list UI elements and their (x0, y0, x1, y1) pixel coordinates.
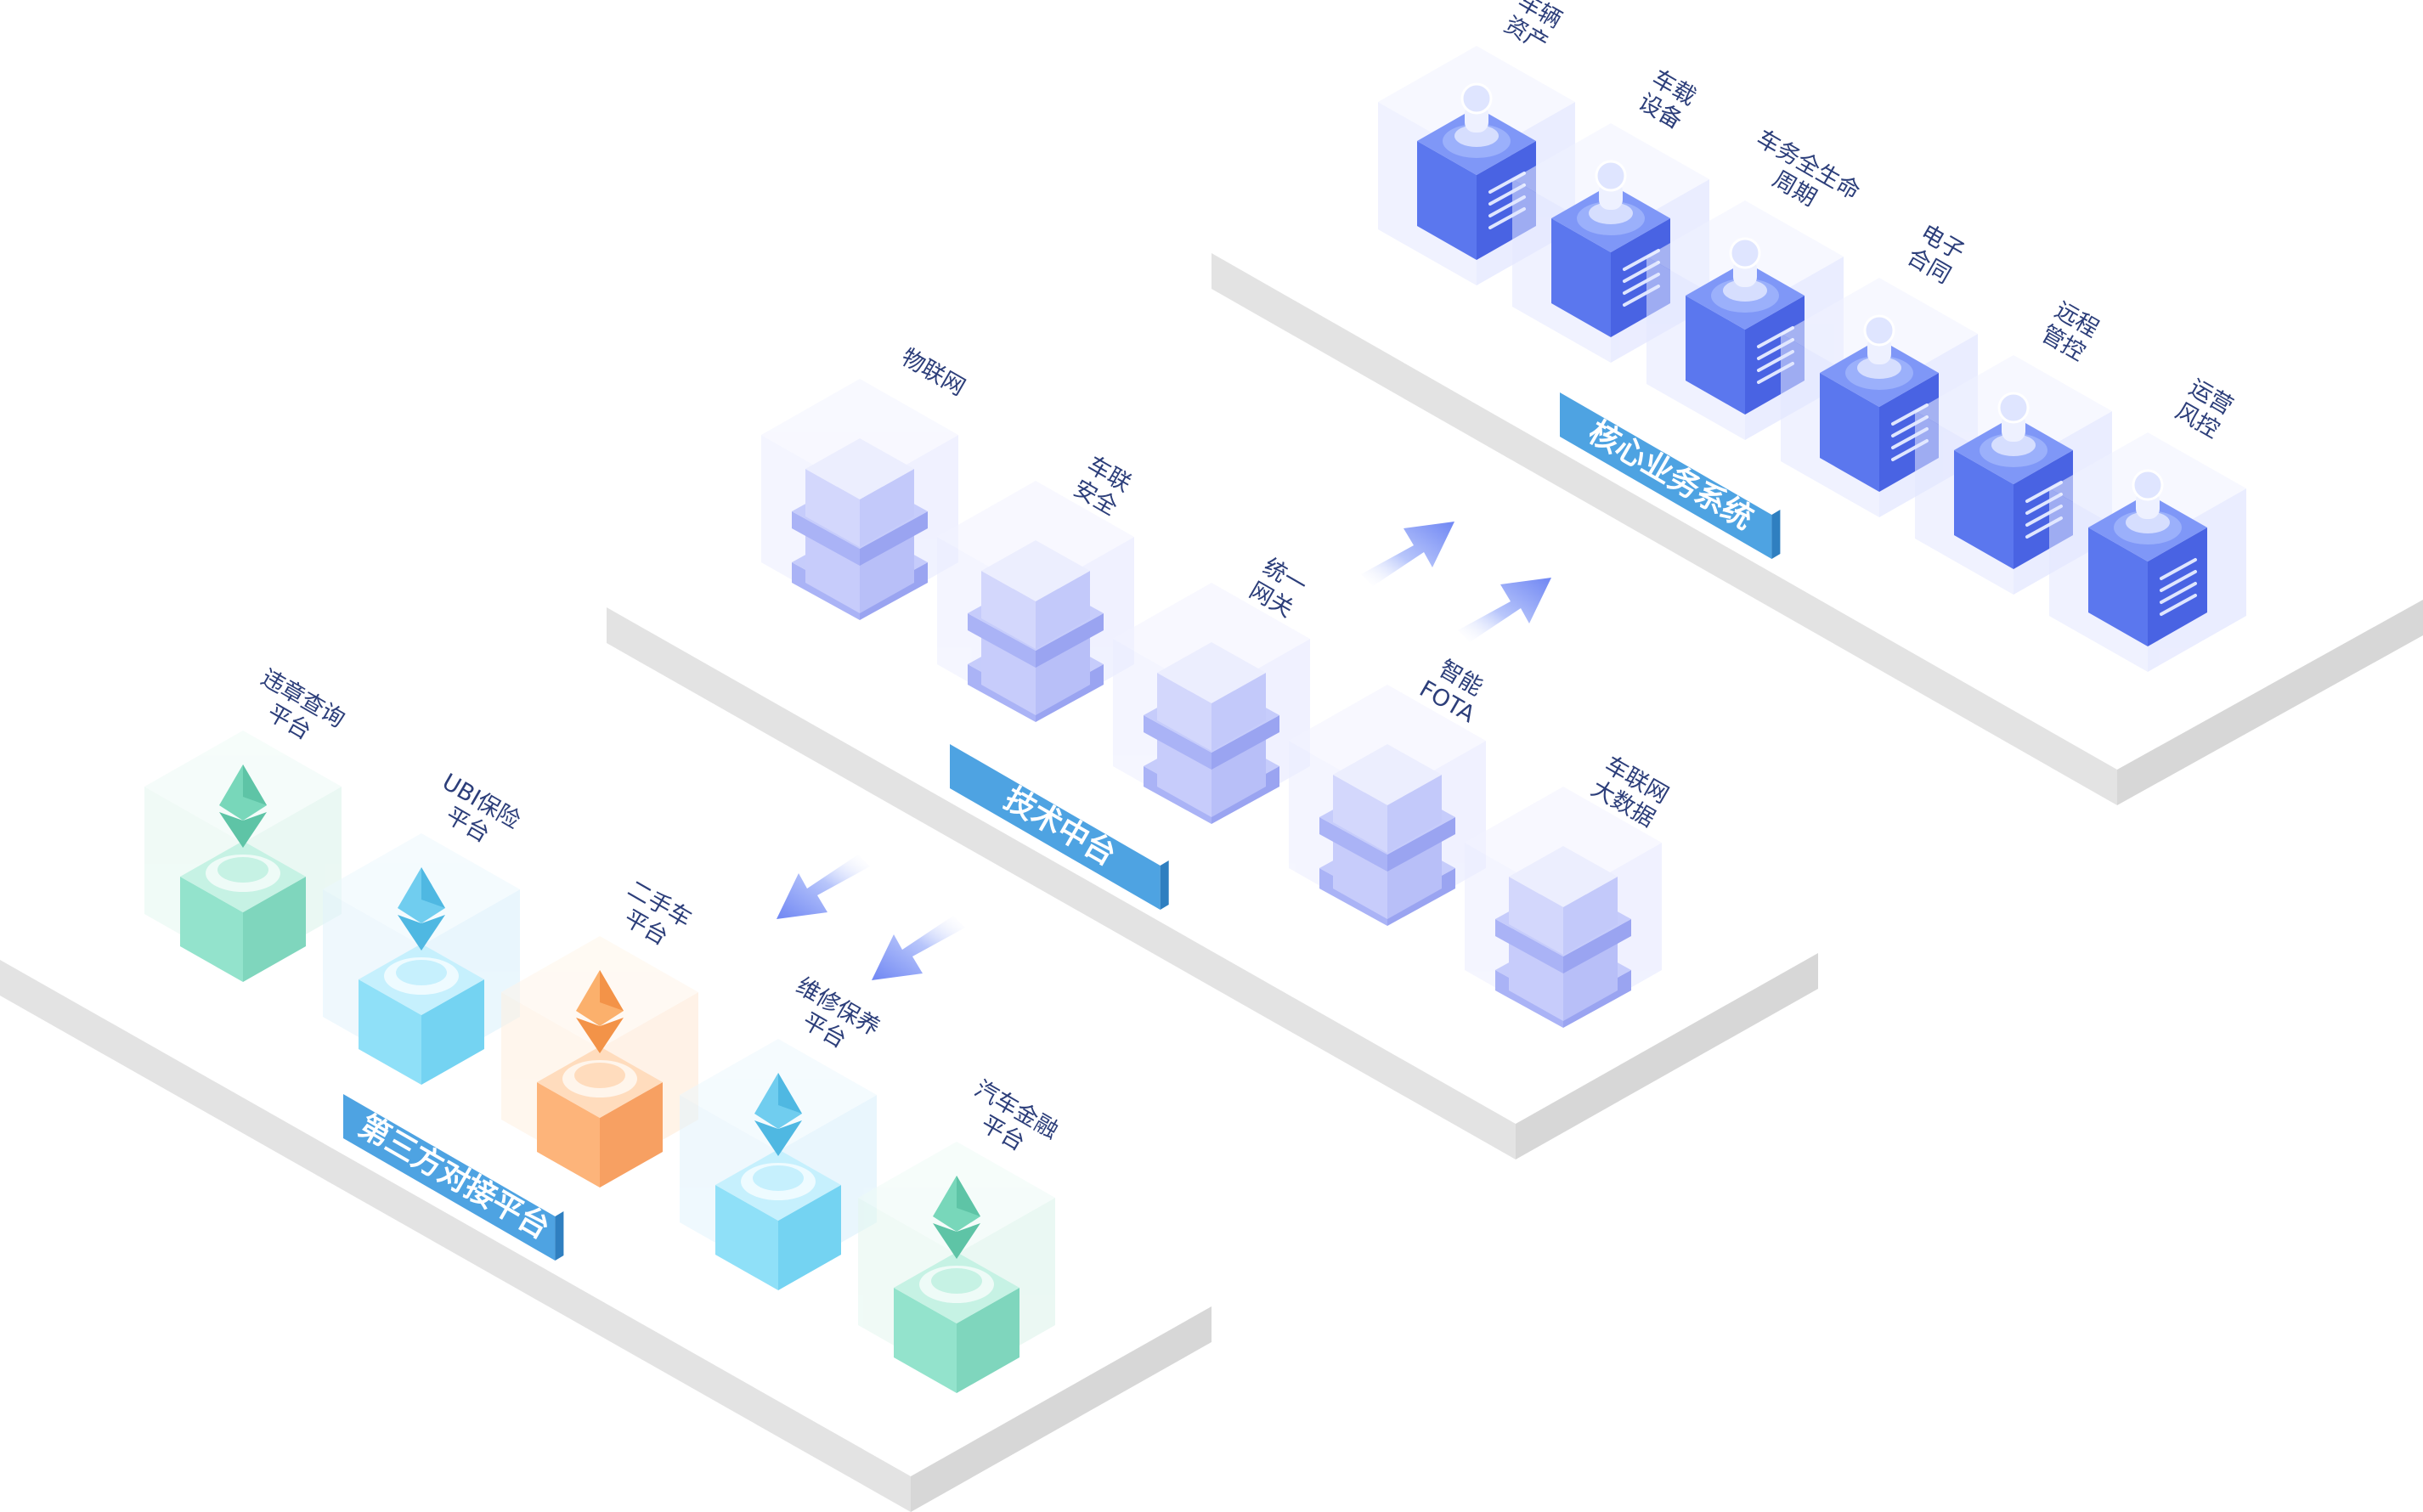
stack-icon (1509, 846, 1618, 955)
core-label: 车载设备 (1634, 65, 1700, 135)
stack-icon (805, 438, 914, 547)
flow-arrows (777, 522, 1551, 980)
arrow-up-right-icon (1361, 522, 1454, 586)
platform-tech (607, 607, 1818, 1159)
core-label: 车辆资产 (1500, 0, 1566, 57)
core-label: 运营风控 (2171, 375, 2237, 444)
third-node: UBI保险平台 (323, 769, 524, 1085)
core-node: 运营风控 (2049, 375, 2246, 672)
tech-label: 物联网 (896, 344, 969, 401)
platform-third (0, 960, 1212, 1512)
tech-node: 智能FOTA (1289, 656, 1487, 926)
third-node: 违章查询平台 (144, 664, 349, 982)
stack-icon (981, 540, 1090, 649)
gem-base (180, 841, 306, 982)
diamond-icon (576, 970, 624, 1053)
tech-node: 车联网大数据 (1465, 752, 1673, 1028)
core-node: 车辆资产 (1378, 0, 1575, 285)
third-label: 二手车平台 (609, 876, 696, 956)
tech-label: 统一网关 (1245, 554, 1311, 623)
arrow-down-left-icon (872, 916, 965, 980)
tech-node: 物联网 (761, 344, 969, 620)
stack-icon (1157, 642, 1266, 751)
core-label: 电子合同 (1902, 220, 1968, 290)
third-node: 维修保养平台 (680, 973, 884, 1290)
arrow-up-right-icon (1458, 578, 1551, 642)
arrow-down-left-icon (777, 855, 870, 919)
tech-node: 车联安全 (937, 452, 1135, 722)
stack-icon (1333, 744, 1442, 853)
diamond-icon (754, 1073, 802, 1156)
third-node: 汽车金融平台 (858, 1075, 1063, 1393)
core-label: 远程管控 (2036, 297, 2103, 367)
core-node: 远程管控 (1915, 297, 2112, 595)
third-node: 二手车平台 (501, 876, 698, 1188)
tech-node: 统一网关 (1113, 554, 1311, 824)
tech-label: 车联安全 (1069, 452, 1135, 522)
diamond-icon (933, 1176, 980, 1259)
diamond-icon (398, 867, 445, 951)
diamond-icon (219, 764, 267, 848)
